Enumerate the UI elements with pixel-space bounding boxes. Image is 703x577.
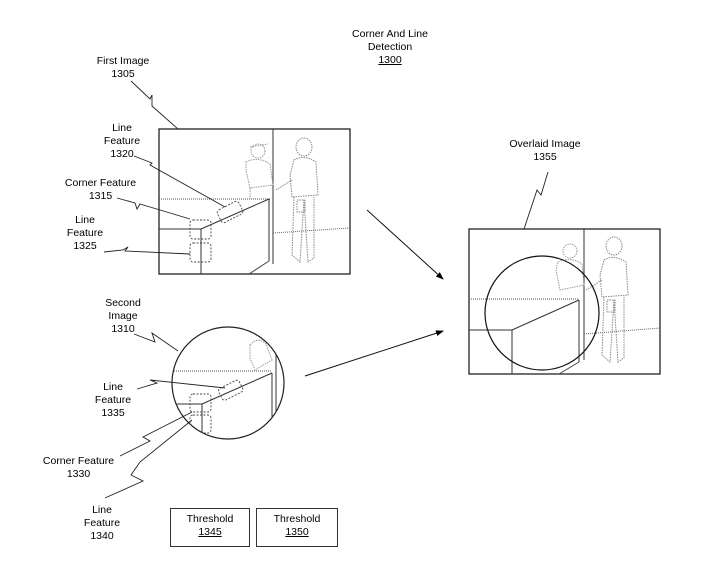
corner-feature-ref: 1330 [66, 468, 91, 480]
corner-feature-box [189, 219, 212, 240]
first-image-label: First Image [96, 55, 150, 67]
label-line-feature-1320: Line Feature 1320 [97, 122, 147, 161]
corner-feature-label: Corner Feature [42, 455, 115, 467]
label-line-feature-1325: Line Feature 1325 [60, 214, 110, 253]
line-feature-label: Line [103, 381, 123, 393]
leader-lines [103, 80, 549, 499]
corner-feature-ref: 1315 [88, 190, 113, 202]
overlaid-image-ref: 1355 [533, 151, 557, 163]
person-figure [275, 137, 319, 264]
arrow-first-to-overlaid [366, 209, 444, 280]
line-feature-box [189, 242, 212, 263]
overlaid-image [468, 228, 661, 375]
label-corner-feature-1315: Corner Feature 1315 [58, 177, 143, 203]
second-image-label: Image [108, 310, 138, 322]
threshold-1345-box: Threshold 1345 [170, 508, 250, 547]
title-ref: 1300 [378, 54, 402, 66]
line-feature-label: Feature [83, 517, 121, 529]
line-feature-label: Line [112, 122, 132, 134]
overlay-circle [484, 255, 600, 371]
corner-feature-label: Corner Feature [64, 177, 137, 189]
first-image-ref: 1305 [111, 68, 135, 80]
first-image [158, 128, 351, 275]
label-second-image: Second Image 1310 [98, 297, 148, 336]
label-corner-feature-1330: Corner Feature 1330 [36, 455, 121, 481]
title-line2: Detection [367, 41, 413, 53]
label-line-feature-1335: Line Feature 1335 [88, 381, 138, 420]
line-feature-ref: 1340 [90, 530, 114, 542]
title-line1: Corner And Line [352, 28, 428, 40]
label-overlaid-image: Overlaid Image 1355 [500, 138, 590, 164]
line-feature-label: Feature [103, 135, 141, 147]
person-figure [585, 236, 629, 364]
line-feature-box [218, 379, 244, 401]
line-feature-label: Line [92, 504, 112, 516]
person-figure [555, 243, 585, 291]
figure-title: Corner And Line Detection 1300 [350, 28, 430, 67]
person-figure [245, 143, 274, 199]
line-feature-ref: 1325 [73, 240, 97, 252]
arrow-second-to-overlaid [304, 330, 444, 377]
label-first-image: First Image 1305 [88, 55, 158, 81]
label-line-feature-1340: Line Feature 1340 [77, 504, 127, 543]
second-image [171, 326, 285, 440]
line-feature-ref: 1320 [110, 148, 134, 160]
threshold-label: Threshold [273, 513, 321, 525]
line-feature-label: Line [75, 214, 95, 226]
line-feature-label: Feature [66, 227, 104, 239]
line-feature-label: Feature [94, 394, 132, 406]
line-feature-box [216, 200, 244, 224]
threshold-ref: 1350 [285, 526, 309, 538]
threshold-label: Threshold [186, 513, 234, 525]
corner-feature-box [189, 393, 212, 413]
line-feature-ref: 1335 [101, 407, 125, 419]
threshold-1350-box: Threshold 1350 [256, 508, 338, 547]
second-image-label: Second [105, 297, 141, 309]
threshold-ref: 1345 [198, 526, 222, 538]
overlaid-image-label: Overlaid Image [509, 138, 581, 150]
second-image-ref: 1310 [111, 323, 135, 335]
